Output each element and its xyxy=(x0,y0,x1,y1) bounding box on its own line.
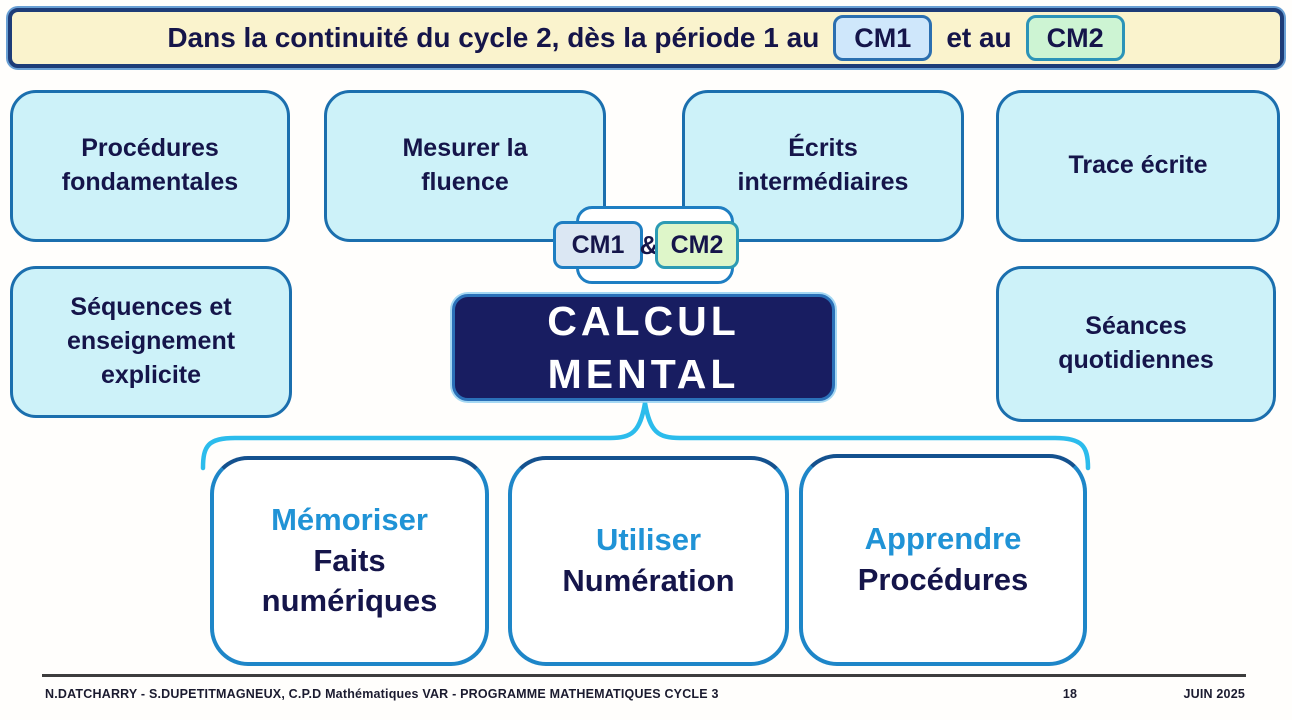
pillar-memoriser: Mémoriser Faits numériques xyxy=(210,456,489,666)
banner-text-between: et au xyxy=(946,22,1012,53)
footer-credits: N.DATCHARRY - S.DUPETITMAGNEUX, C.P.D Ma… xyxy=(45,687,719,701)
continuity-banner: Dans la continuité du cycle 2, dès la pé… xyxy=(8,8,1284,68)
footer-divider xyxy=(42,674,1246,677)
banner-cm1-chip: CM1 xyxy=(833,15,933,61)
pillar-topic-label: Procédures xyxy=(857,562,1029,597)
banner-text-before: Dans la continuité du cycle 2, dès la pé… xyxy=(167,22,820,53)
box-seances-quotidiennes: Séances quotidiennes xyxy=(996,266,1276,422)
pillar-action-label: Mémoriser xyxy=(271,501,428,537)
box-sequences-enseignement-explicite: Séquences et enseignement explicite xyxy=(10,266,292,418)
footer-page-number: 18 xyxy=(1062,687,1078,701)
box-mesurer-la-fluence: Mesurer la fluence xyxy=(324,90,606,242)
footer-date: JUIN 2025 xyxy=(1183,687,1245,701)
calcul-mental-title-box: CALCUL MENTAL xyxy=(452,294,835,401)
center-cm1-chip: CM1 xyxy=(553,221,643,269)
pillar-apprendre: Apprendre Procédures xyxy=(799,454,1087,666)
ampersand-label: & xyxy=(639,229,659,260)
pillar-action-label: Utiliser xyxy=(595,522,702,558)
center-cm2-chip: CM2 xyxy=(655,221,739,269)
banner-cm2-chip: CM2 xyxy=(1025,15,1125,61)
box-trace-ecrite: Trace écrite xyxy=(996,90,1280,242)
box-procedures-fondamentales: Procédures fondamentales xyxy=(10,90,290,242)
pillar-topic-label: Numération xyxy=(562,563,735,598)
pillar-utiliser: Utiliser Numération xyxy=(508,456,789,666)
pillar-action-label: Apprendre xyxy=(864,521,1022,557)
pillar-topic-label: Faits numériques xyxy=(261,542,438,619)
